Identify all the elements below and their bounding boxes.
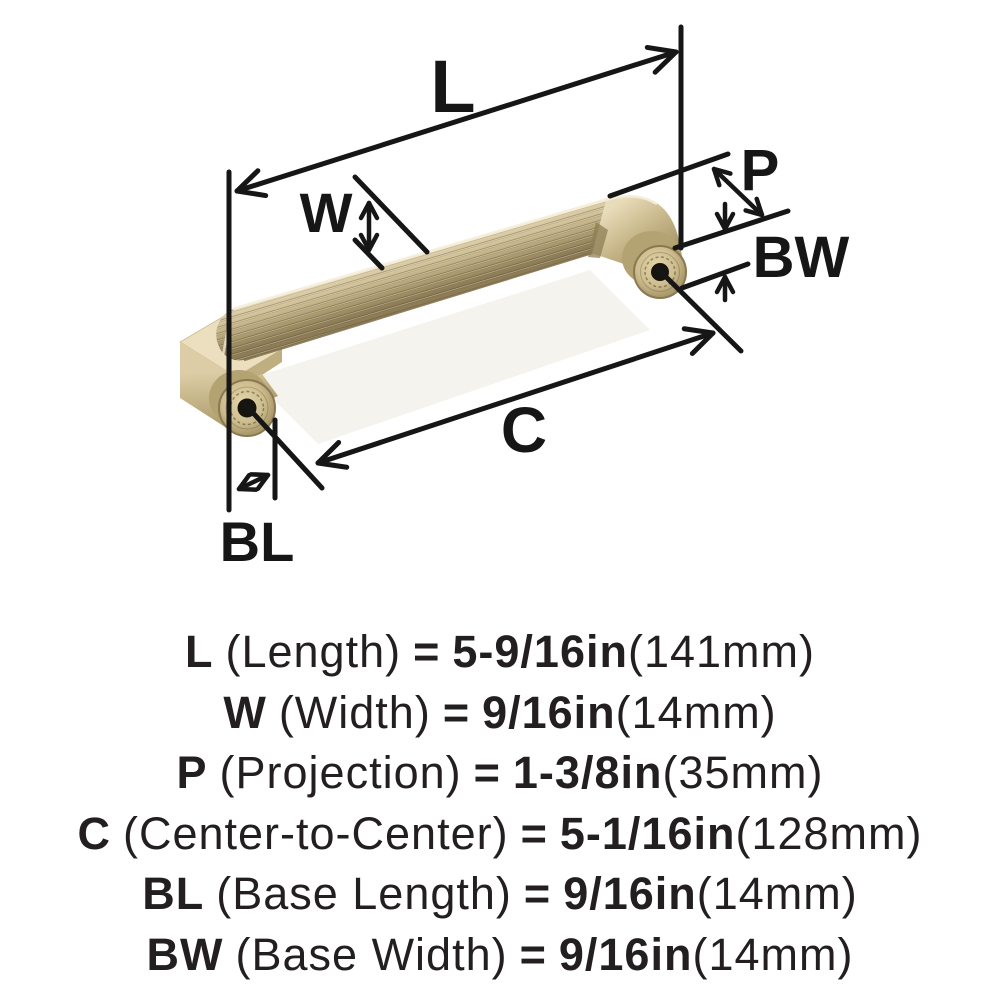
dimension-bl — [236, 417, 278, 501]
p-dimension-arrow — [711, 166, 765, 218]
bar-fluting — [216, 198, 612, 361]
left-base-rim — [218, 379, 276, 437]
right-base-etch-text — [644, 256, 676, 288]
bl-dimension-arrow — [236, 472, 271, 492]
equals-sign: = — [442, 686, 471, 738]
equals-sign: = — [473, 747, 501, 798]
w-tick-upper — [352, 174, 430, 255]
c-extension-line-right — [654, 265, 744, 354]
spec-row-base-length: BL(Base Length)=9/16in(14mm) — [0, 864, 1000, 925]
c-extension-line-left — [241, 400, 325, 491]
spec-row-width: W(Width)=9/16in(14mm) — [0, 683, 1000, 744]
dimension-spec-legend: L(Length)=5-9/16in(141mm) W(Width)=9/16i… — [0, 622, 1000, 985]
elbow-inner-shadow — [588, 222, 608, 258]
label-bl: BL — [220, 510, 295, 573]
spec-imperial-value: 5-9/16in — [452, 626, 628, 677]
spec-metric-value: (35mm) — [662, 747, 824, 798]
spec-name: (Base Length) — [216, 868, 512, 919]
spec-metric-value: (14mm) — [692, 928, 854, 980]
spec-metric-value: (14mm) — [696, 868, 858, 919]
dimension-labels: L W P BW C BL — [220, 45, 850, 573]
label-l: L — [430, 45, 475, 128]
spec-imperial-value: 5-1/16in — [559, 807, 736, 859]
spec-symbol: L — [184, 626, 214, 677]
spec-symbol: W — [223, 686, 267, 738]
spec-name: (Length) — [225, 626, 402, 677]
dimension-c — [241, 265, 744, 491]
c-dimension-arrow — [315, 326, 716, 470]
equals-sign: = — [520, 807, 548, 859]
dimension-l — [234, 44, 679, 199]
spec-row-base-width: BW(Base Width)=9/16in(14mm) — [0, 925, 1000, 986]
equals-sign: = — [519, 928, 547, 980]
spec-name: (Projection) — [219, 747, 462, 798]
right-base-etch-outer — [640, 252, 680, 292]
spec-imperial-value: 9/16in — [558, 928, 693, 980]
spec-metric-value: (14mm) — [615, 686, 777, 738]
pull-handle-illustration — [179, 195, 687, 444]
dimension-lines — [226, 24, 791, 513]
p-extension-line-top — [607, 151, 731, 199]
label-p: P — [741, 138, 780, 203]
label-c: C — [501, 394, 547, 466]
spec-metric-value: (141mm) — [627, 626, 815, 677]
spec-imperial-value: 1-3/8in — [512, 747, 663, 798]
left-base-etch-outer — [225, 386, 269, 430]
bw-extension-line-lower — [679, 261, 751, 291]
equals-sign: = — [523, 868, 552, 919]
spec-row-center-to-center: C(Center-to-Center)=5-1/16in(128mm) — [0, 804, 1000, 865]
label-w: W — [300, 181, 353, 244]
spec-name: (Width) — [278, 686, 431, 738]
spec-imperial-value: 9/16in — [482, 686, 616, 738]
spec-row-length: L(Length)=5-9/16in(141mm) — [0, 622, 1000, 683]
spec-name: (Center-to-Center) — [122, 807, 509, 859]
bar-bottom-edge — [243, 251, 593, 362]
equals-sign: = — [413, 626, 441, 677]
label-bw: BW — [753, 225, 850, 290]
fluted-bar — [216, 196, 613, 362]
right-base-rim — [633, 245, 687, 299]
spec-row-projection: P(Projection)=1-3/8in(35mm) — [0, 743, 1000, 804]
dimension-p — [607, 151, 765, 218]
l-dimension-arrow — [234, 44, 679, 199]
dimension-w — [352, 174, 430, 271]
spec-symbol: BL — [142, 868, 205, 919]
spec-symbol: BW — [146, 928, 224, 980]
spec-symbol: C — [77, 807, 111, 859]
spec-metric-value: (128mm) — [735, 807, 923, 859]
spec-symbol: P — [176, 747, 208, 798]
dimension-bw — [672, 201, 791, 303]
spec-imperial-value: 9/16in — [563, 868, 697, 919]
spec-name: (Base Width) — [235, 928, 508, 980]
bar-top-highlight — [232, 196, 613, 311]
